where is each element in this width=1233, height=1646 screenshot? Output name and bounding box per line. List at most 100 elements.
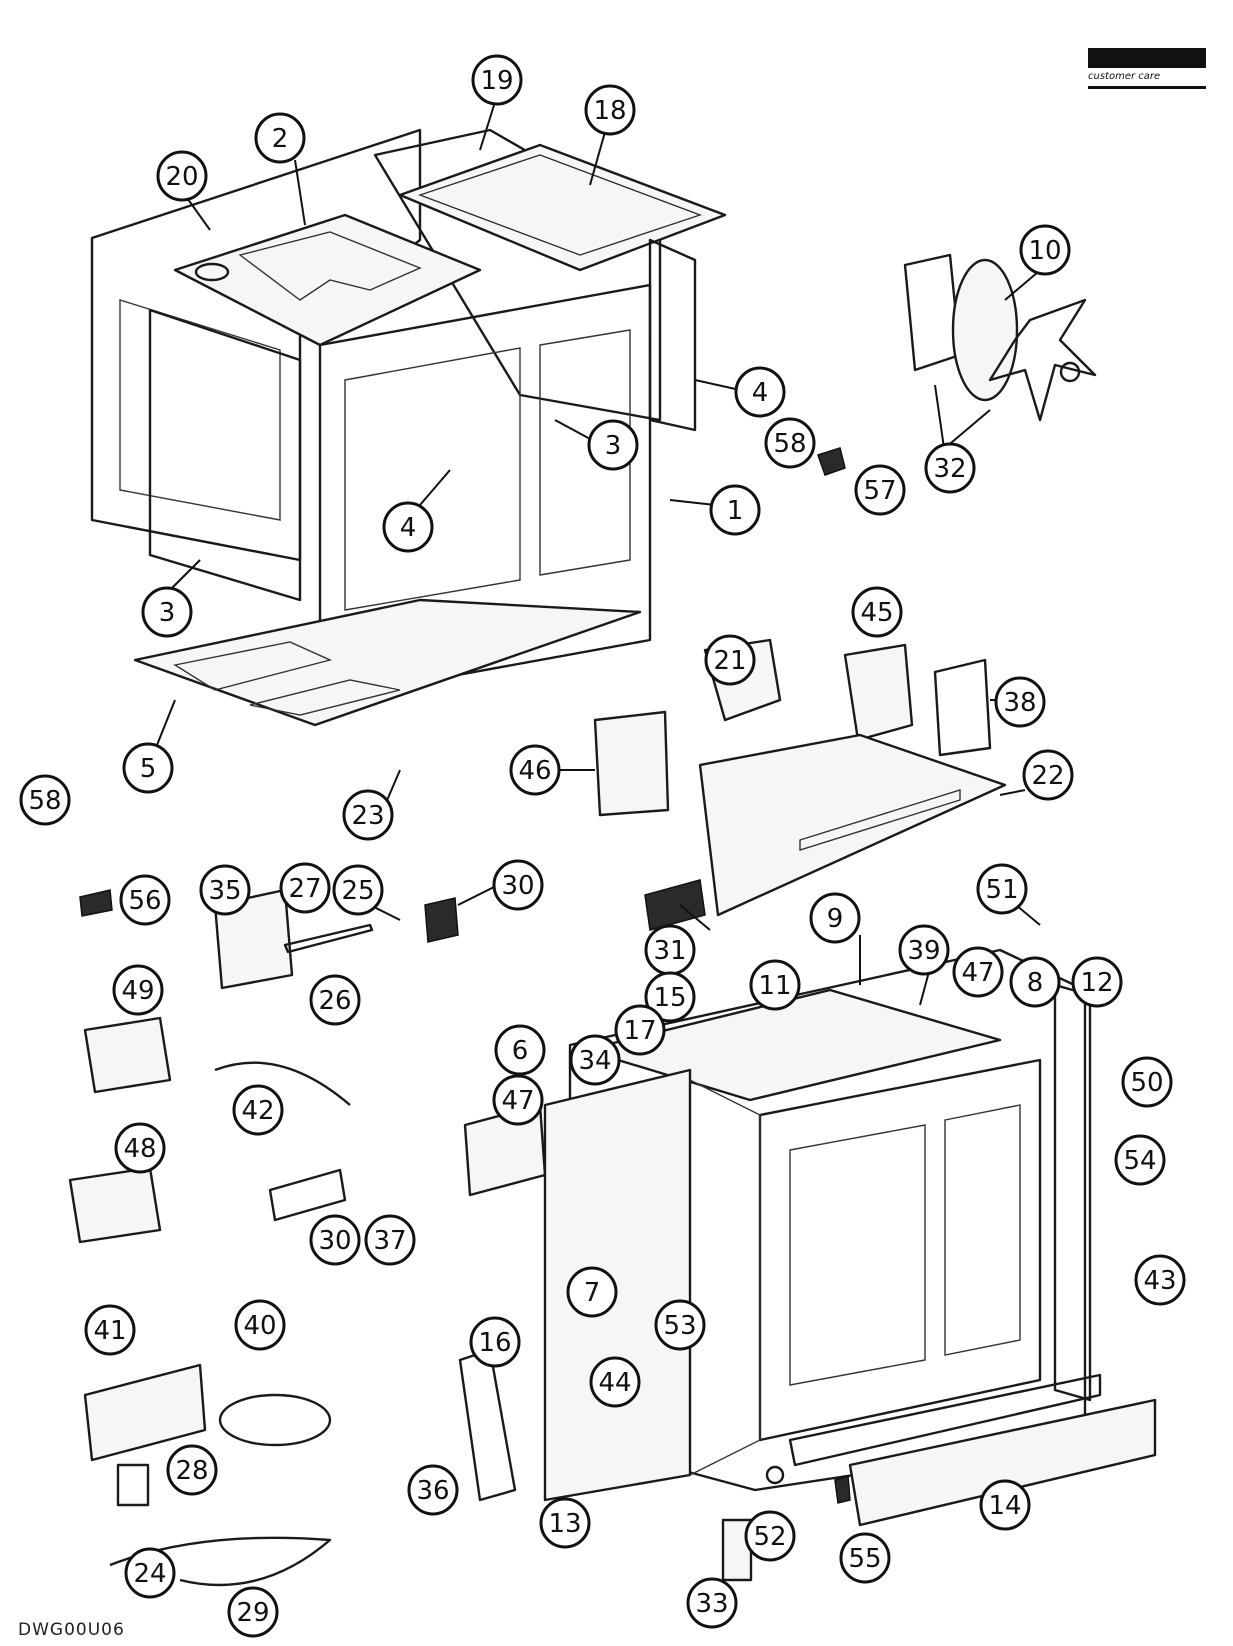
bracket-35: [213, 888, 294, 990]
callout-label: 10: [1028, 236, 1061, 266]
callout-c10: 10: [1019, 224, 1071, 276]
harness-40: [218, 1393, 332, 1447]
callout-c44: 44: [589, 1356, 641, 1408]
callout-c41: 41: [84, 1304, 136, 1356]
callout-circle: [492, 1074, 544, 1126]
callout-c30b: 30: [309, 1214, 361, 1266]
callout-label: 46: [518, 756, 551, 786]
callout-circle: [539, 1497, 591, 1549]
callout-c58b: 58: [19, 774, 71, 826]
callout-c45: 45: [851, 586, 903, 638]
vent-ducts: [593, 638, 992, 817]
callout-label: 47: [961, 958, 994, 988]
callout-c32: 32: [924, 442, 976, 494]
callout-circle: [122, 742, 174, 794]
callout-label: 19: [480, 66, 513, 96]
callout-c11: 11: [749, 959, 801, 1011]
callout-c30a: 30: [492, 859, 544, 911]
callout-c20: 20: [156, 150, 208, 202]
callout-circle: [994, 676, 1046, 728]
callout-c19: 19: [471, 54, 523, 106]
switch-30-lower: [268, 1168, 347, 1222]
callout-label: 50: [1130, 1068, 1163, 1098]
kick-panel-14: [848, 1398, 1157, 1527]
callout-circle: [569, 1034, 621, 1086]
callout-circle: [492, 859, 544, 911]
callout-label: 40: [243, 1311, 276, 1341]
side-panel-13: [543, 1068, 692, 1502]
switch-55: [834, 1475, 851, 1504]
callout-label: 7: [584, 1278, 601, 1308]
callout-c51: 51: [976, 863, 1028, 915]
callout-c39: 39: [898, 924, 950, 976]
callout-label: 22: [1031, 761, 1064, 791]
vent-duct-45: [843, 643, 914, 742]
callout-label: 30: [501, 871, 534, 901]
callout-label: 6: [512, 1036, 529, 1066]
logo-bar: [1088, 48, 1206, 68]
callout-c25: 25: [332, 864, 384, 916]
callout-circle: [156, 150, 208, 202]
callout-c18: 18: [584, 84, 636, 136]
callout-circle: [19, 774, 71, 826]
callout-c22: 22: [1022, 749, 1074, 801]
callout-circle: [227, 1586, 279, 1638]
switch-56: [79, 889, 113, 917]
callout-circle: [589, 1356, 641, 1408]
callout-c5: 5: [122, 742, 174, 794]
callout-circle: [976, 863, 1028, 915]
drawing-code: DWG00U06: [18, 1620, 125, 1640]
callout-circle: [364, 1214, 416, 1266]
callout-label: 49: [121, 976, 154, 1006]
callout-circle: [119, 874, 171, 926]
callout-label: 5: [140, 754, 157, 784]
panel-38: [933, 658, 992, 757]
callout-label: 42: [241, 1096, 274, 1126]
vent-cover-22: [698, 733, 1007, 917]
callout-label: 24: [133, 1559, 166, 1589]
callout-circle: [744, 1510, 796, 1562]
callout-c14: 14: [979, 1479, 1031, 1531]
callout-c26: 26: [309, 974, 361, 1026]
valve-49: [83, 1016, 172, 1094]
callout-c55: 55: [839, 1532, 891, 1584]
callout-label: 21: [713, 646, 746, 676]
callout-circle: [1009, 956, 1061, 1008]
right-side-panel: [648, 238, 697, 432]
callout-c13: 13: [539, 1497, 591, 1549]
callout-circle: [124, 1547, 176, 1599]
callout-label: 58: [773, 429, 806, 459]
callout-c28: 28: [166, 1444, 218, 1496]
callout-circle: [166, 1444, 218, 1496]
callout-circle: [614, 1004, 666, 1056]
callout-label: 23: [351, 801, 384, 831]
callout-c4a: 4: [734, 366, 786, 418]
callout-circle: [952, 946, 1004, 998]
callout-c35: 35: [199, 864, 251, 916]
callout-c29: 29: [227, 1586, 279, 1638]
callout-label: 34: [578, 1046, 611, 1076]
callout-circle: [141, 586, 193, 638]
callout-c47b: 47: [492, 1074, 544, 1126]
callout-c3b: 3: [141, 586, 193, 638]
bracket-36: [458, 1348, 517, 1502]
callout-c49: 49: [112, 964, 164, 1016]
callout-label: 48: [123, 1134, 156, 1164]
callout-label: 37: [373, 1226, 406, 1256]
callout-label: 3: [605, 431, 622, 461]
fan-motor-bracket: [903, 253, 962, 372]
callout-c12: 12: [1071, 956, 1123, 1008]
callout-c27: 27: [279, 862, 331, 914]
callout-circle: [1121, 1056, 1173, 1108]
callout-label: 33: [695, 1589, 728, 1619]
fan-shroud: [951, 258, 1019, 402]
callout-circle: [1022, 749, 1074, 801]
callout-circle: [898, 924, 950, 976]
callout-label: 18: [593, 96, 626, 126]
callout-c40: 40: [234, 1299, 286, 1351]
fan-blade: [988, 298, 1097, 422]
callout-label: 17: [623, 1016, 656, 1046]
callout-circle: [584, 84, 636, 136]
callout-label: 20: [165, 162, 198, 192]
upper-oven-cavity-assembly: [90, 128, 727, 727]
